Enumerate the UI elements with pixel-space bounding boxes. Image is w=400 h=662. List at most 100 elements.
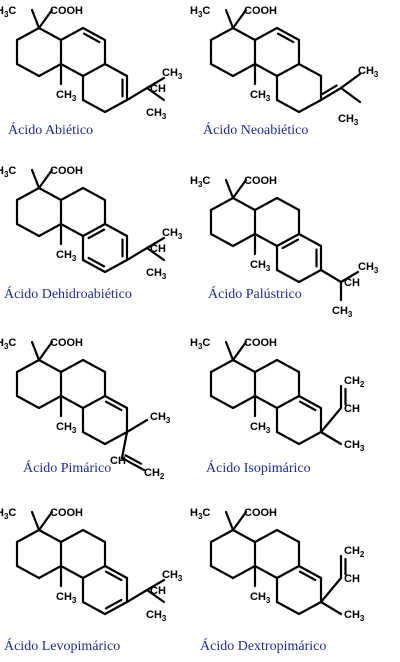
bond <box>37 394 63 410</box>
double-bond <box>82 32 101 44</box>
ch3-label: CH3 <box>56 89 77 103</box>
caption-neoabietico: Ácido Neoabiético <box>203 121 308 138</box>
bond <box>231 358 257 374</box>
bond <box>103 600 129 616</box>
ch-label: CH <box>344 277 360 289</box>
ch3-label: CH3 <box>250 259 271 273</box>
ch3-label: CH3 <box>250 89 271 103</box>
bond <box>319 430 343 446</box>
bond <box>125 418 149 434</box>
bond <box>275 430 301 446</box>
bond <box>231 232 257 248</box>
ch-label: CH <box>110 455 126 467</box>
bond <box>297 394 323 410</box>
ch-label: CH <box>344 403 360 415</box>
bond <box>319 576 343 604</box>
bond <box>81 222 107 238</box>
ch3-label: CH3 <box>150 411 171 425</box>
bond <box>81 358 107 374</box>
bond <box>120 430 129 460</box>
bond <box>81 62 107 78</box>
ch3-label: CH3 <box>146 609 167 623</box>
ch3-label: CH3 <box>162 227 183 241</box>
bond <box>81 528 107 544</box>
ch3-label: CH3 <box>358 65 379 79</box>
ch3-label: CH3 <box>344 439 365 453</box>
bond <box>231 62 257 78</box>
cooh-label: COOH <box>50 5 83 17</box>
cooh-label: COOH <box>244 5 277 17</box>
bond <box>224 340 235 362</box>
bond <box>231 340 248 362</box>
bond <box>231 8 248 30</box>
bond <box>15 358 41 374</box>
double-bond <box>104 570 123 582</box>
bond <box>275 196 301 212</box>
bond <box>37 340 54 362</box>
bond <box>30 8 41 30</box>
double-bond <box>87 256 106 268</box>
bond <box>103 258 129 274</box>
h3c-label: H3C <box>190 5 210 19</box>
bond <box>37 510 54 532</box>
bond <box>59 358 85 374</box>
bond <box>15 186 41 202</box>
ch3-label: CH3 <box>358 261 379 275</box>
bond <box>275 98 301 114</box>
ch2-label: CH2 <box>344 545 365 559</box>
ch3-label: CH3 <box>332 305 353 319</box>
bond <box>59 62 85 78</box>
bond <box>59 394 85 410</box>
bond <box>209 62 235 78</box>
bond <box>145 578 166 592</box>
bond <box>275 62 301 78</box>
ch3-label: CH3 <box>146 107 167 121</box>
bond <box>15 222 41 238</box>
bond <box>59 528 85 544</box>
bond <box>209 26 235 42</box>
bond <box>275 358 301 374</box>
cooh-label: COOH <box>50 337 83 349</box>
bond <box>253 564 279 580</box>
bond <box>297 268 323 284</box>
double-bond <box>321 84 338 96</box>
cooh-label: COOH <box>50 507 83 519</box>
bond <box>125 86 149 102</box>
double-bond <box>124 454 143 465</box>
bond <box>297 62 323 78</box>
ch3-label: CH3 <box>162 569 183 583</box>
bond <box>145 76 166 90</box>
double-bond <box>298 570 317 582</box>
h3c-label: H3C <box>0 337 16 351</box>
bond <box>81 186 107 202</box>
bond <box>59 222 85 238</box>
cooh-label: COOH <box>244 337 277 349</box>
double-bond <box>104 598 123 610</box>
bond <box>231 196 257 212</box>
h3c-label: H3C <box>0 165 16 179</box>
caption-palustrico: Ácido Palústrico <box>208 285 302 302</box>
bond <box>319 406 343 434</box>
double-bond <box>281 238 300 250</box>
bond <box>339 270 360 284</box>
bond <box>81 394 107 410</box>
cooh-label: COOH <box>50 165 83 177</box>
bond <box>209 564 235 580</box>
bond <box>275 26 301 42</box>
bond <box>209 232 235 248</box>
caption-abietico: Ácido Abiético <box>8 121 93 138</box>
bond <box>231 26 257 42</box>
bond <box>275 394 301 410</box>
bond <box>37 8 54 30</box>
h3c-label: H3C <box>0 507 16 521</box>
bond <box>59 186 85 202</box>
bond <box>297 564 323 580</box>
cooh-label: COOH <box>244 507 277 519</box>
bond <box>37 62 63 78</box>
h3c-label: H3C <box>190 507 210 521</box>
caption-pimarico: Ácido Pimárico <box>23 459 111 476</box>
bond <box>81 26 107 42</box>
